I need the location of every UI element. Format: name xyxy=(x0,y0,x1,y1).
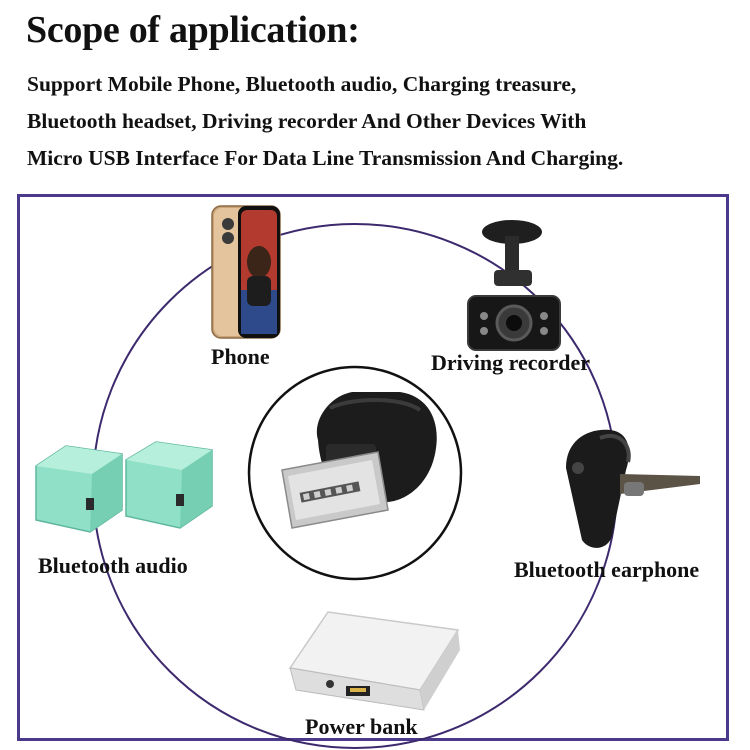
device-label-driving-recorder: Driving recorder xyxy=(431,350,591,375)
dashcam-icon xyxy=(467,220,561,351)
description-line: Micro USB Interface For Data Line Transm… xyxy=(27,146,624,170)
device-label-phone: Phone xyxy=(211,344,270,369)
page-title: Scope of application: xyxy=(26,9,360,51)
device-label-bluetooth-earphone: Bluetooth earphone xyxy=(514,557,700,582)
diagram-frame xyxy=(17,194,729,741)
smartphone-icon xyxy=(211,205,281,339)
description-line: Support Mobile Phone, Bluetooth audio, C… xyxy=(27,72,577,96)
speaker-cube-icon xyxy=(35,441,213,533)
description-line: Bluetooth headset, Driving recorder And … xyxy=(27,109,587,133)
device-label-power-bank: Power bank xyxy=(305,714,418,739)
micro-usb-connector-icon xyxy=(247,365,463,581)
device-label-bluetooth-audio: Bluetooth audio xyxy=(38,553,188,578)
power-bank-icon xyxy=(288,611,460,711)
description: Support Mobile Phone, Bluetooth audio, C… xyxy=(27,66,742,177)
earpiece-icon xyxy=(566,429,700,548)
